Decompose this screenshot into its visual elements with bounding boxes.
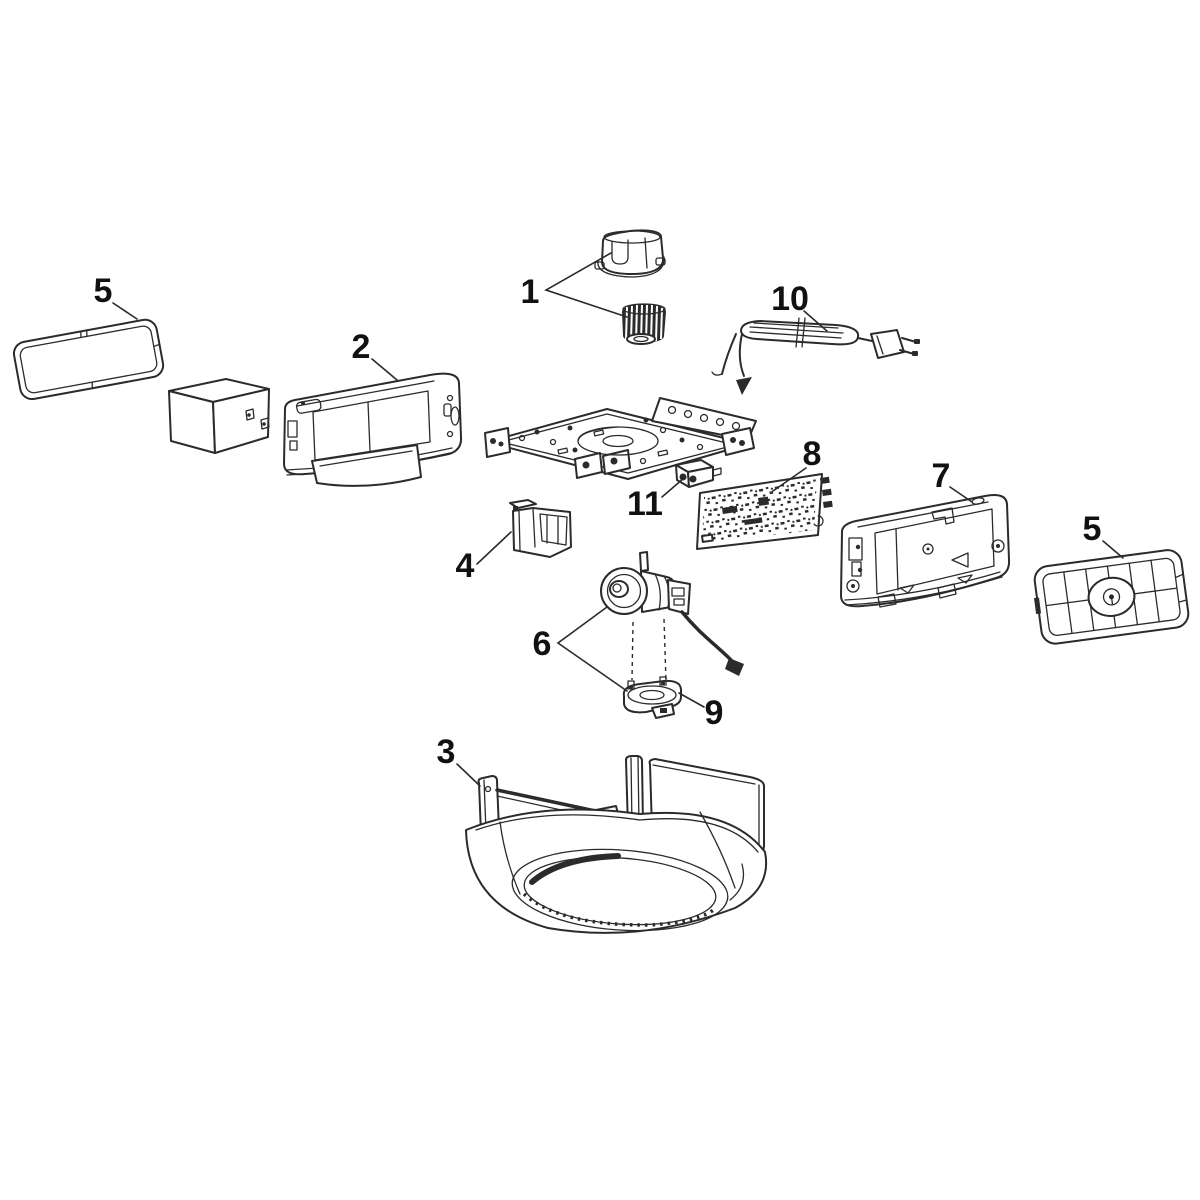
label-part-9: 9 [705, 694, 724, 732]
label-part-5-right: 5 [1083, 510, 1102, 548]
leader-part-9 [678, 692, 705, 708]
leader-part-5-left [112, 302, 138, 320]
part-2-end-cap [283, 372, 463, 487]
part-10-power-cord [711, 317, 920, 395]
leader-part-10 [803, 310, 828, 332]
leader-part-5-right [1102, 540, 1124, 559]
part-1-blower-wheel [622, 303, 666, 345]
leader-part-8 [772, 467, 807, 492]
part-8-circuit-board [696, 473, 833, 550]
label-part-5-left: 5 [94, 272, 113, 310]
part-5-lens-frame [12, 318, 165, 401]
label-part-8: 8 [803, 435, 822, 473]
label-part-10: 10 [771, 280, 809, 318]
part-9-motor-bracket [622, 676, 682, 719]
part-4-duct-adapter [509, 499, 572, 558]
label-part-1: 1 [521, 273, 540, 311]
label-part-3: 3 [437, 733, 456, 771]
leader-part-1 [544, 252, 628, 318]
part-3-main-housing [465, 755, 768, 934]
part-7-end-cap [840, 494, 1011, 608]
label-part-4: 4 [456, 547, 475, 585]
label-part-6: 6 [533, 625, 552, 663]
leader-part-11 [661, 477, 685, 498]
part-1-scroll-housing [594, 229, 666, 278]
label-part-11: 11 [627, 485, 663, 523]
part-11-switch [675, 459, 722, 488]
leader-part-6 [556, 606, 628, 692]
leader-part-2 [371, 358, 398, 381]
chassis-plate [484, 397, 757, 480]
label-part-2: 2 [352, 328, 371, 366]
junction-box [168, 378, 270, 454]
leader-part-4 [476, 531, 512, 565]
label-part-7: 7 [932, 457, 951, 495]
part-6-motor [600, 551, 744, 682]
leader-part-7 [949, 486, 973, 503]
part-5-vent-grille [1033, 549, 1190, 645]
leader-part-3 [456, 763, 481, 787]
